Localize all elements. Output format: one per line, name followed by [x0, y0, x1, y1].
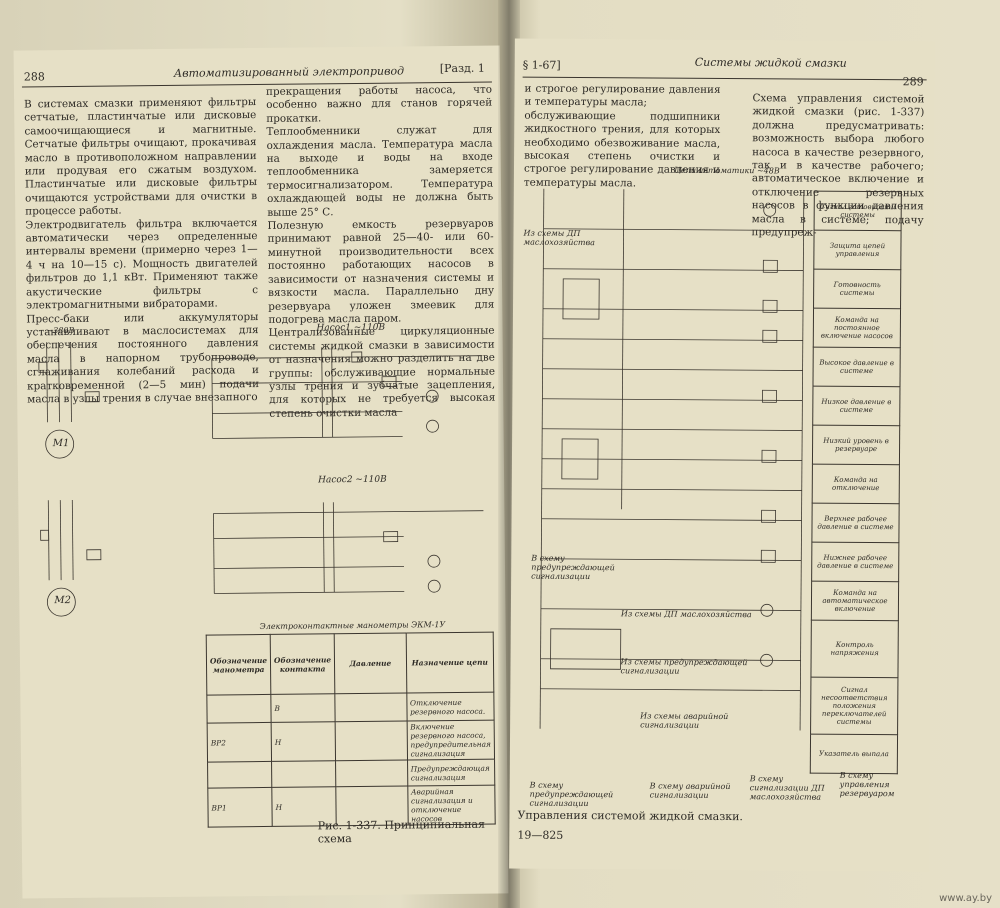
table-title: Электроконтактные манометры ЭКМ-1У	[259, 620, 446, 632]
table-row: В Отключение резервного насоса.	[206, 692, 495, 724]
left-figure-caption: Рис. 1-337. Принципиальная схема	[317, 817, 486, 846]
circuit-title: Цепи автоматики ~48В	[673, 165, 780, 176]
function-label: Низкое давление в системе	[812, 386, 900, 426]
table-cell-gauge: ВР1	[207, 787, 273, 828]
note-reservoir-out: В схему управления резервуаром	[839, 770, 895, 799]
right-running-head: Системы жидкой смазки	[694, 55, 847, 70]
table-cell-pressure	[335, 720, 408, 761]
table-cell-gauge: ВР2	[207, 722, 272, 763]
function-label: Низкий уровень в резервуаре	[812, 425, 900, 465]
pump2-control-schematic	[213, 502, 484, 594]
function-label: Готовность системы	[813, 269, 901, 309]
left-running-head: Автоматизированный электропривод	[173, 64, 405, 80]
left-page-number: 288	[23, 70, 45, 84]
table-row: Предупреждающая сигнализация	[207, 759, 495, 789]
right-head-rule	[522, 76, 927, 81]
table-cell-contact	[271, 760, 336, 788]
function-label: Указатель выпала	[810, 734, 898, 774]
motor1-schematic	[38, 341, 100, 459]
pump2-label: Насос2 ~110В	[318, 474, 387, 486]
motor1-label: М1	[52, 438, 70, 450]
right-page-number: 289	[902, 75, 924, 89]
table-cell-pressure	[335, 759, 408, 787]
note-warning-out: В схему предупреждающей сигнализации	[531, 553, 615, 582]
manometer-table: Обозначение манометра Обозначение контак…	[206, 632, 496, 828]
table-cell-purpose: Включение резервного насоса, предупредит…	[406, 720, 495, 760]
control-ladder-schematic	[539, 188, 805, 731]
function-label: Высокое давление в системе	[812, 347, 901, 387]
supply-label: ~380В	[46, 325, 75, 336]
pump1-label: Насос1 ~110В	[316, 322, 386, 334]
note-dp-signal-out: В схему сигнализации ДП маслохозяйства	[749, 774, 825, 802]
note-warning-out-2: В схему предупреждающей сигнализации	[529, 780, 614, 809]
table-cell-gauge	[206, 694, 272, 724]
function-label: Нижнее рабочее давление в системе	[811, 542, 899, 582]
signature-mark: 19—825	[517, 828, 564, 842]
function-label: Команда на отключение	[812, 464, 900, 504]
function-label: Защита цепей управления	[813, 230, 902, 270]
table-header-contact: Обозначение контакта	[270, 633, 335, 695]
table-cell-purpose: Отключение резервного насоса.	[406, 692, 495, 721]
table-cell-contact: Н	[271, 721, 336, 762]
table-header-pressure: Давление	[334, 632, 407, 694]
function-label: Сигнал готовности системы	[814, 191, 902, 231]
left-page: 288 Автоматизированный электропривод [Ра…	[13, 45, 509, 899]
right-page: § 1-67] Системы жидкой смазки 289 и стро…	[509, 38, 935, 872]
table-cell-purpose: Предупреждающая сигнализация	[407, 759, 495, 786]
right-figure-caption: Управления системой жидкой смазки.	[517, 808, 743, 824]
function-label: Верхнее рабочее давление в системе	[811, 503, 900, 543]
note-warning-source: Из схемы предупреждающей сигнализации	[620, 657, 748, 676]
right-section-ref: § 1-67]	[522, 58, 561, 72]
right-column-1-text: и строгое регулирование давления и темпе…	[523, 82, 721, 190]
table-header-gauge: Обозначение манометра	[206, 634, 271, 696]
pump1-control-schematic	[211, 347, 482, 439]
function-label: Сигнал несоответствия положения переключ…	[810, 677, 898, 735]
table-cell-contact: В	[270, 693, 336, 723]
note-dp-source-2: Из схемы ДП маслохозяйства	[620, 609, 752, 620]
note-dp-source: Из схемы ДП маслохозяйства	[523, 228, 595, 248]
circuit-function-table: Сигнал готовности системы Защита цепей у…	[810, 191, 902, 775]
function-label: Команда на постоянное включение насосов	[813, 308, 901, 348]
table-row: ВР2 Н Включение резервного насоса, преду…	[207, 720, 495, 763]
motor2-label: М2	[54, 594, 72, 607]
note-alarm-out: В схему аварийной сигнализации	[649, 781, 731, 800]
function-label: Команда на автоматическое включение	[811, 581, 899, 621]
table-cell-gauge	[207, 761, 272, 789]
note-alarm-source: Из схемы аварийной сигнализации	[640, 711, 729, 730]
left-section-ref: [Разд. 1	[439, 61, 485, 76]
table-header-purpose: Назначение цепи	[405, 632, 494, 693]
motor2-schematic	[40, 499, 102, 617]
table-cell-pressure	[334, 692, 407, 722]
function-label: Контроль напряжения	[810, 620, 899, 678]
watermark: www.ay.by	[939, 893, 992, 904]
